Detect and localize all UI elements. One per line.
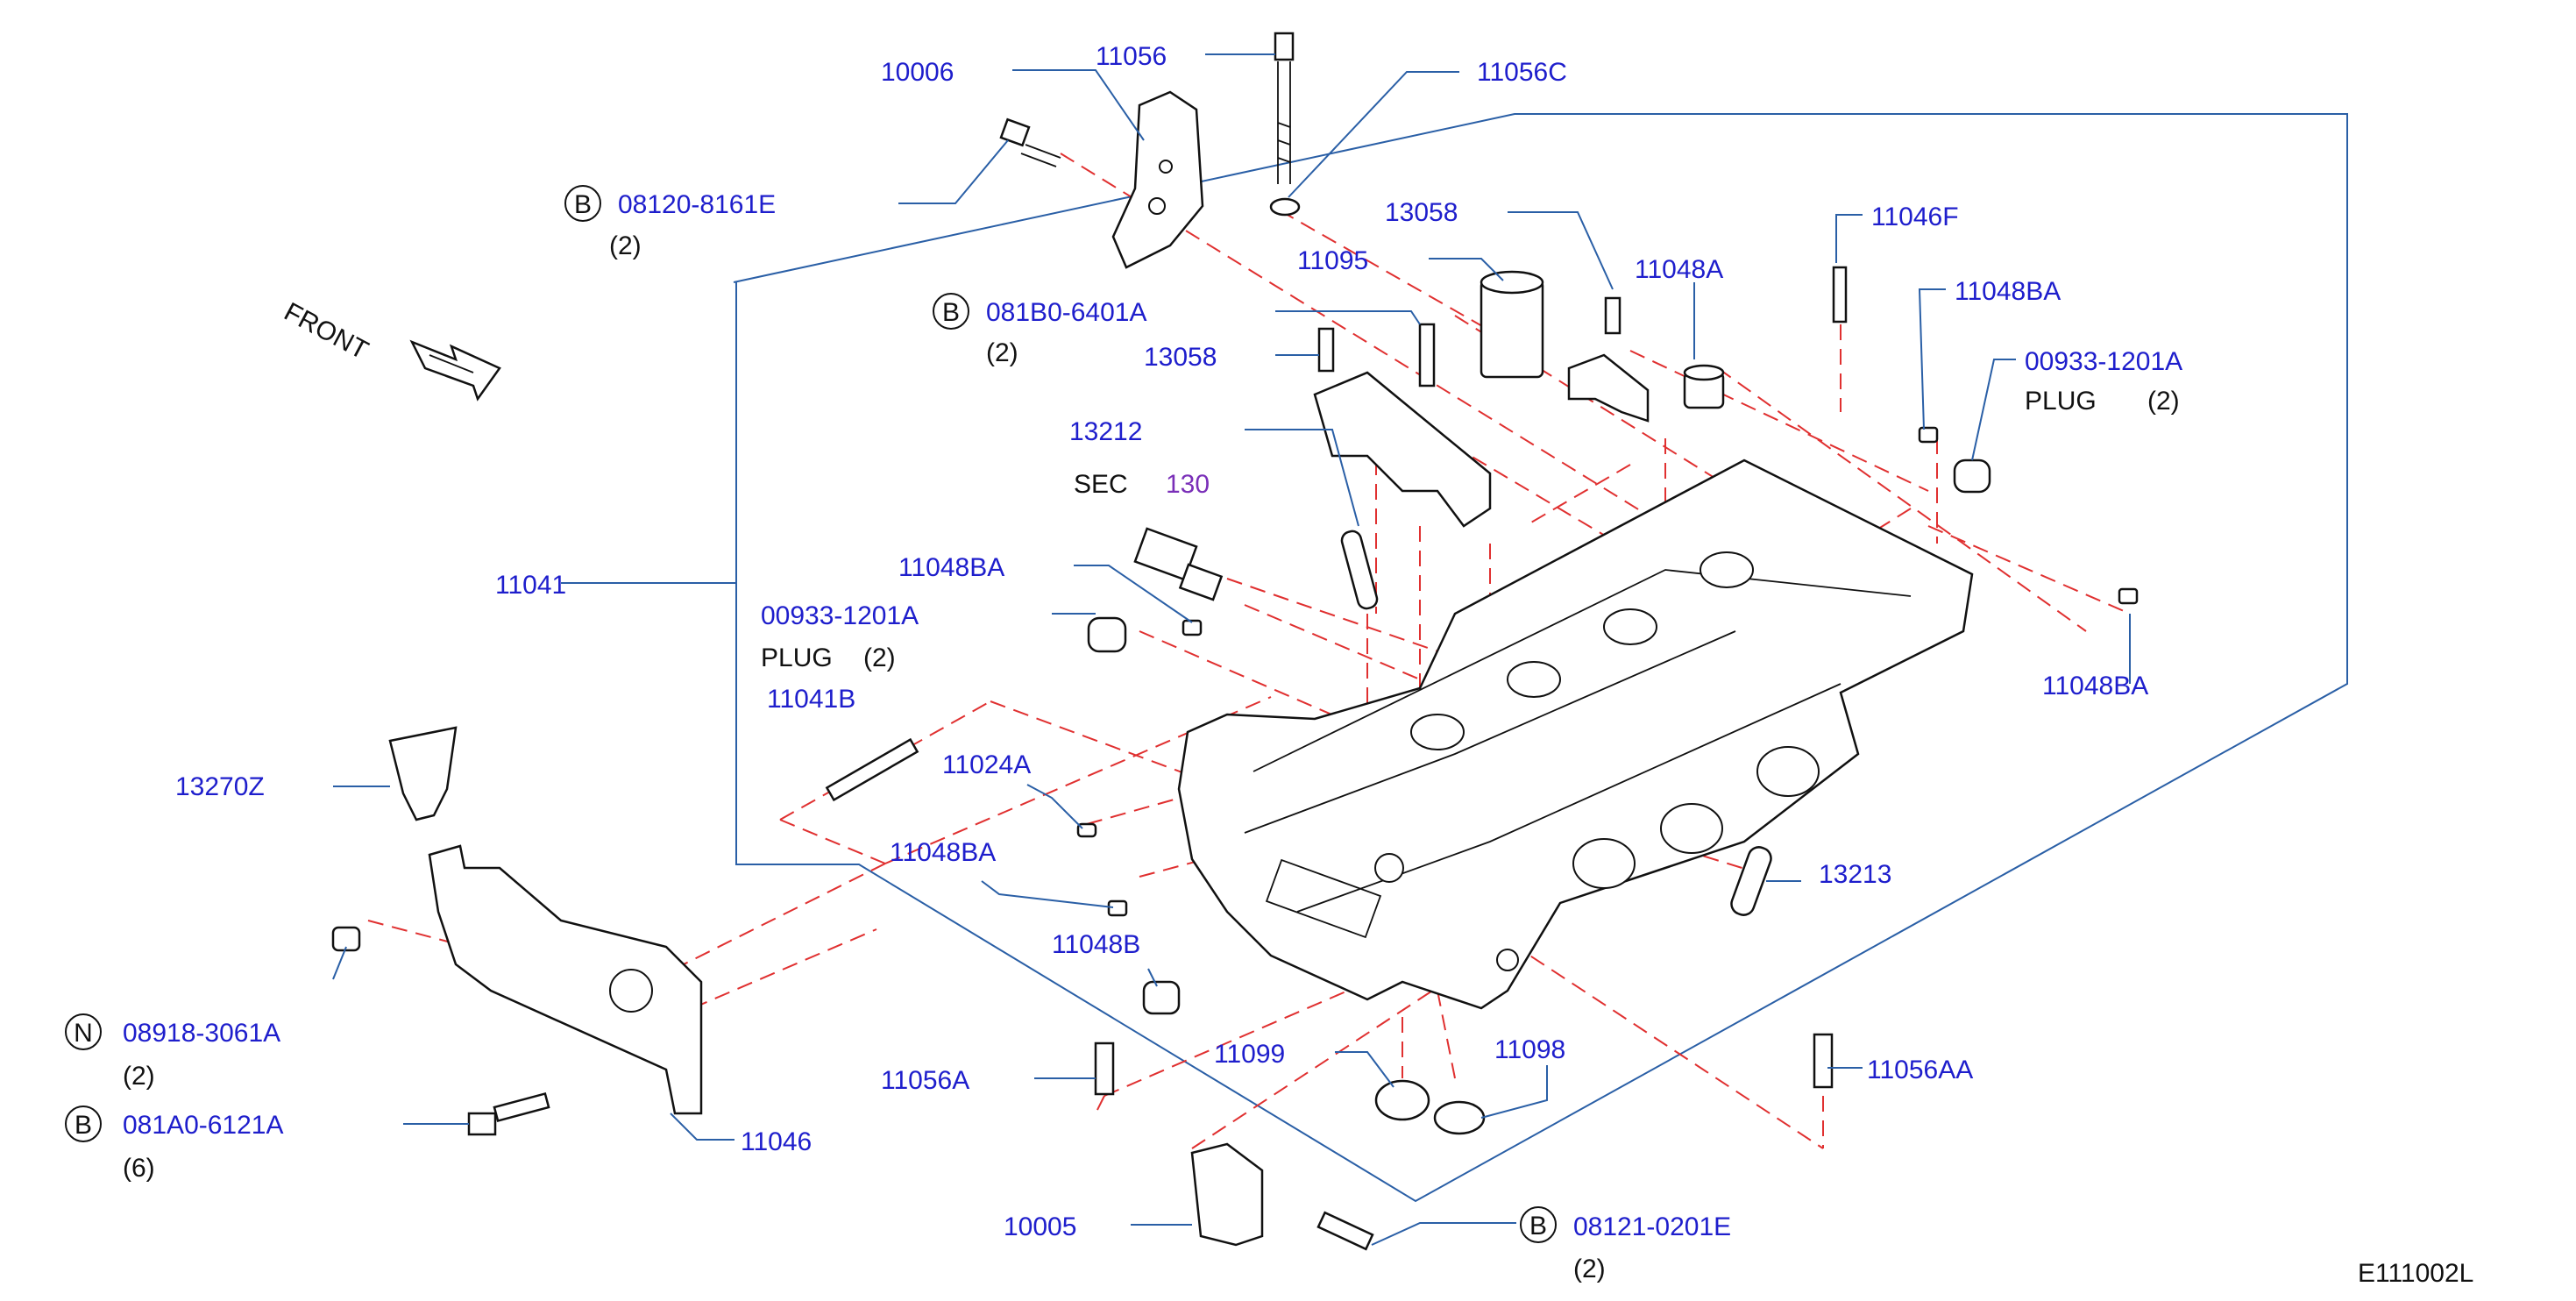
- prefix-letter: B: [1529, 1212, 1547, 1241]
- prefix-letter: B: [75, 1111, 92, 1140]
- hydraulic-lifter-11095: [1480, 270, 1544, 379]
- qty-08121-0201E: (2): [1573, 1255, 1606, 1283]
- part-label-11048BA-upper-right[interactable]: 11048BA: [1955, 277, 2061, 306]
- front-label: FRONT: [280, 297, 373, 366]
- bracket-hole: [1159, 160, 1173, 174]
- valve-13212: [1340, 530, 1379, 610]
- bolt-13058: [1604, 296, 1622, 335]
- part-label-11048BA-lower-right[interactable]: 11048BA: [2042, 672, 2148, 700]
- part-label-11048A[interactable]: 11048A: [1635, 255, 1723, 284]
- part-label-13058-top[interactable]: 13058: [1385, 198, 1458, 227]
- plug-11048B: [1142, 980, 1181, 1015]
- part-label-13058-left[interactable]: 13058: [1144, 343, 1217, 372]
- part-label-11095[interactable]: 11095: [1297, 246, 1368, 275]
- cylinder-head-11041: [1177, 459, 1974, 1010]
- seal-11099: [1374, 1079, 1430, 1121]
- guide-13213: [1730, 846, 1772, 916]
- part-label-11048BA-left-upper[interactable]: 11048BA: [898, 553, 1004, 582]
- cap-11048A: [1683, 364, 1725, 409]
- sealant-tube-13270Z: [388, 726, 458, 821]
- part-label-00933-1201A-right[interactable]: 00933-1201A: [2025, 347, 2182, 376]
- front-direction-arrow: [409, 339, 501, 402]
- bolt-081A0-6121A: [467, 1091, 550, 1136]
- bracket-hole: [1148, 197, 1166, 215]
- qty-00933-1201A-right: (2): [2147, 387, 2180, 416]
- part-label-11024A[interactable]: 11024A: [942, 750, 1031, 779]
- cover-opening: [609, 969, 653, 1013]
- bracket-10005: [1190, 1142, 1264, 1247]
- qty-00933-1201A-left: (2): [863, 643, 896, 672]
- part-label-11056[interactable]: 11056: [1096, 42, 1167, 71]
- nut-08918-3061A: [331, 926, 361, 952]
- pin-11024A: [1076, 822, 1097, 838]
- plug-11048BA: [1107, 899, 1128, 917]
- part-label-11056C[interactable]: 11056C: [1477, 58, 1567, 87]
- bolt-08120-8161E: [999, 117, 1061, 167]
- sensor-sec-130: [1133, 527, 1224, 601]
- diagram-code: E111002L: [2358, 1259, 2473, 1288]
- bolt-13058: [1317, 327, 1335, 373]
- qty-08120-8161E: (2): [609, 231, 642, 260]
- qty-081B0-6401A: (2): [986, 338, 1018, 367]
- plug-00933-1201A: [1953, 459, 1991, 494]
- prefix-letter: N: [74, 1019, 93, 1048]
- part-label-11098[interactable]: 11098: [1494, 1035, 1565, 1064]
- plug-11048BA: [1918, 426, 1939, 444]
- part-label-11046F[interactable]: 11046F: [1871, 203, 1959, 231]
- prefix-letter: B: [574, 190, 592, 219]
- part-label-11099[interactable]: 11099: [1214, 1040, 1285, 1069]
- qty-08918-3061A: (2): [123, 1062, 155, 1091]
- part-label-081B0-6401A[interactable]: 081B0-6401A: [986, 298, 1147, 327]
- camshaft-bracket-left: [1313, 371, 1492, 528]
- dowel-pin-11046F: [1832, 266, 1848, 323]
- part-label-08121-0201E[interactable]: 08121-0201E: [1573, 1212, 1731, 1241]
- seal-11098: [1433, 1100, 1486, 1135]
- part-label-11046[interactable]: 11046: [741, 1127, 812, 1156]
- sec-number-link[interactable]: 130: [1166, 470, 1210, 499]
- bolt-11056AA: [1813, 1033, 1834, 1089]
- bolt-11056A: [1094, 1042, 1115, 1096]
- sec-text: SEC: [1074, 470, 1128, 499]
- bolt-081B0-6401A: [1418, 323, 1436, 387]
- part-label-11048B[interactable]: 11048B: [1052, 930, 1140, 959]
- cover-11046: [428, 844, 703, 1115]
- camshaft-bracket-11048A: [1567, 353, 1650, 423]
- prefix-letter: B: [942, 298, 960, 327]
- prefix-circles: [65, 185, 1557, 1243]
- head-bolt-11056: [1274, 32, 1295, 184]
- plug-11048BA: [1182, 619, 1203, 636]
- engine-bracket-10006: [1111, 90, 1204, 269]
- part-label-10005[interactable]: 10005: [1004, 1212, 1076, 1241]
- stud-11041B: [825, 737, 919, 802]
- assembly-group-outline: [561, 113, 2348, 1203]
- plug-11048BA: [2118, 587, 2139, 605]
- part-label-11041[interactable]: 11041: [495, 571, 566, 600]
- part-label-08120-8161E[interactable]: 08120-8161E: [618, 190, 776, 219]
- part-label-13212[interactable]: 13212: [1069, 417, 1142, 446]
- bolt-08121-0201E: [1316, 1211, 1374, 1251]
- qty-081A0-6121A: (6): [123, 1154, 155, 1183]
- part-label-00933-1201A-left[interactable]: 00933-1201A: [761, 601, 919, 630]
- part-label-10006[interactable]: 10006: [881, 58, 954, 87]
- part-label-08918-3061A[interactable]: 08918-3061A: [123, 1019, 280, 1048]
- part-label-11056AA[interactable]: 11056AA: [1867, 1056, 1973, 1084]
- part-label-11048BA-left-lower[interactable]: 11048BA: [890, 838, 996, 867]
- plug-text-right: PLUG: [2025, 387, 2097, 416]
- part-label-081A0-6121A[interactable]: 081A0-6121A: [123, 1111, 284, 1140]
- part-label-13213[interactable]: 13213: [1819, 860, 1891, 889]
- leader-lines: [332, 53, 2131, 1246]
- part-label-11056A[interactable]: 11056A: [881, 1066, 969, 1095]
- washer-11056C: [1269, 197, 1301, 217]
- plug-text-left: PLUG: [761, 643, 833, 672]
- part-label-11041B[interactable]: 11041B: [767, 685, 855, 714]
- part-label-13270Z[interactable]: 13270Z: [175, 772, 265, 801]
- plug-00933-1201A: [1087, 616, 1127, 653]
